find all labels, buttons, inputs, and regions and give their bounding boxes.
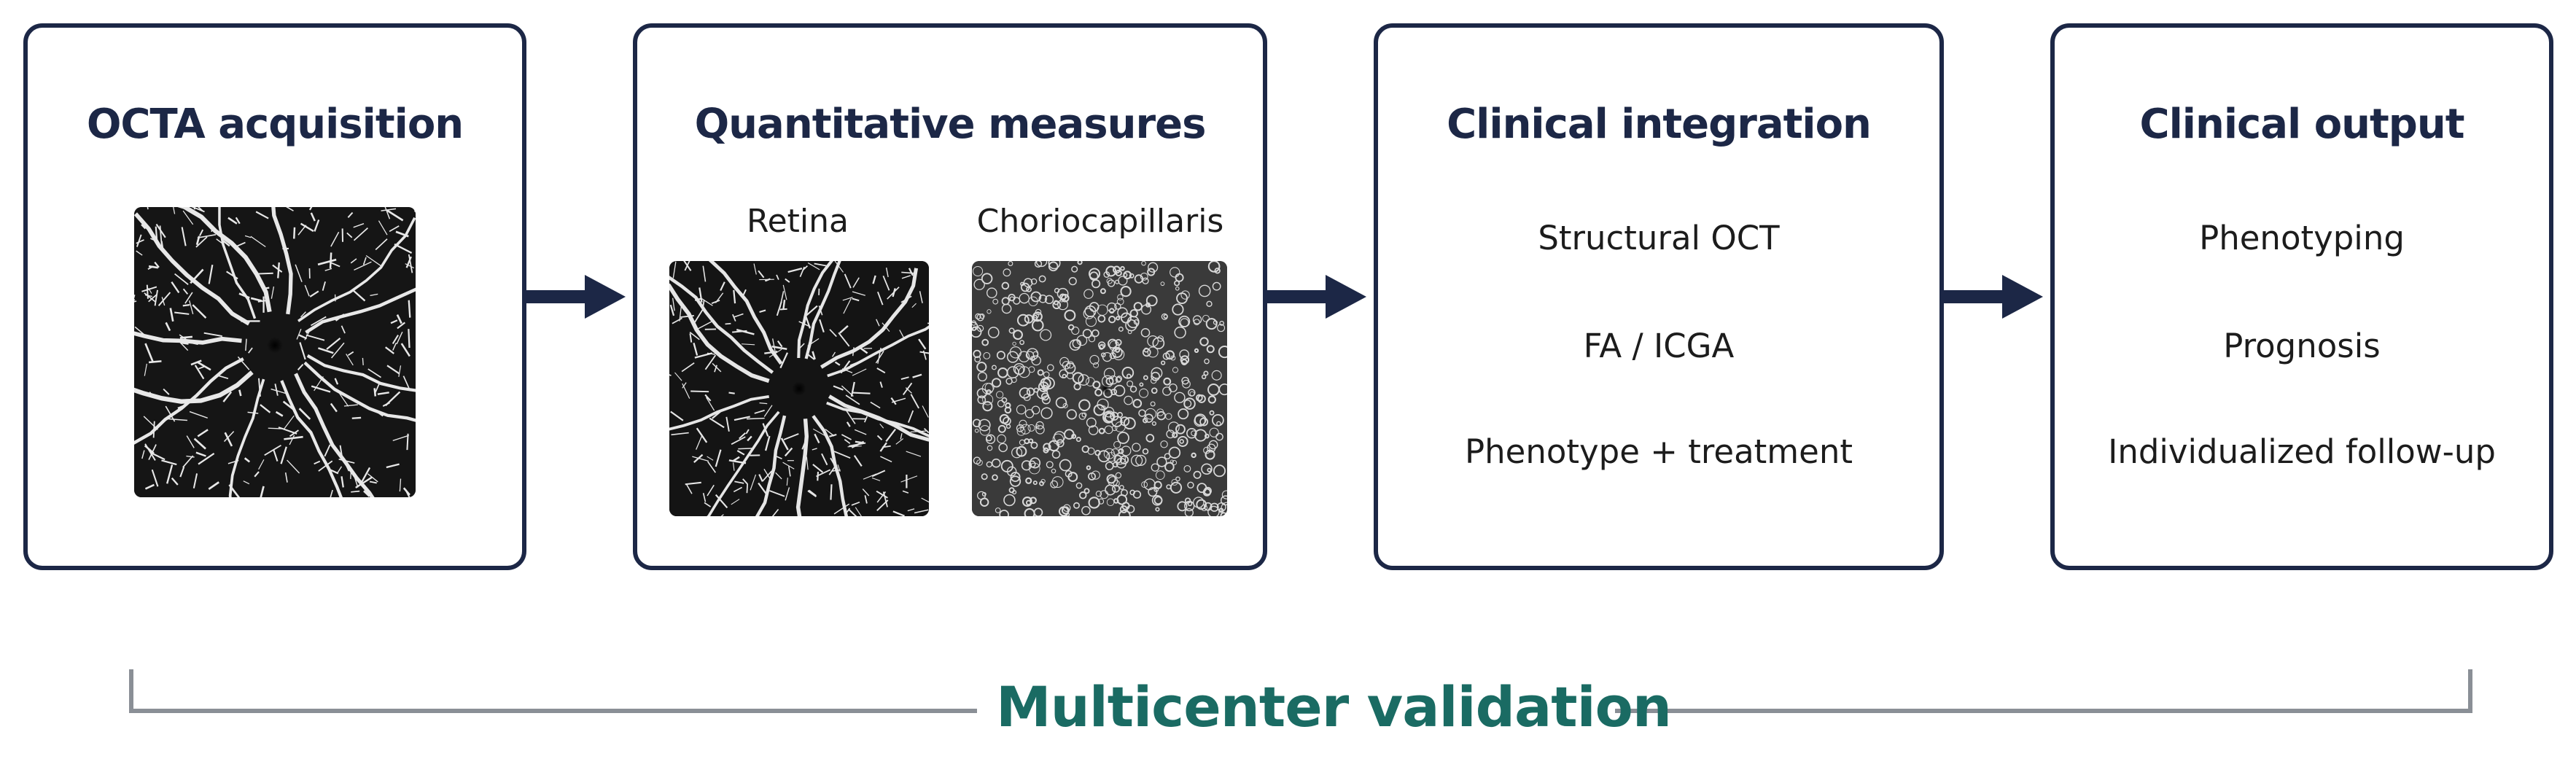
- stage-box-octa-acquisition: OCTA acquisition: [23, 23, 526, 570]
- stage-title-clinical-integration: Clinical integration: [1447, 101, 1872, 148]
- stage-title-clinical-output: Clinical output: [2139, 101, 2464, 148]
- integration-item-structural-oct: Structural OCT: [1538, 219, 1780, 257]
- choriocapillaris-texture-icon: [972, 261, 1227, 516]
- stage-title-quantitative-measures: Quantitative measures: [694, 101, 1207, 148]
- image-label-retina: Retina: [747, 203, 849, 240]
- output-item-phenotyping: Phenotyping: [2199, 219, 2405, 257]
- integration-item-phenotype-treatment: Phenotype + treatment: [1465, 432, 1853, 471]
- octa-retina-vessel-icon: [134, 207, 416, 497]
- output-item-prognosis: Prognosis: [2223, 327, 2381, 365]
- retina-scan-image: [669, 261, 929, 516]
- flow-arrow-3: [1944, 275, 2043, 319]
- output-item-individualized-follow-up: Individualized follow-up: [2108, 432, 2496, 471]
- stage-box-clinical-output: Clinical output Phenotyping Prognosis In…: [2050, 23, 2553, 570]
- choriocapillaris-scan-image: [972, 261, 1227, 516]
- image-label-choriocapillaris: Choriocapillaris: [976, 203, 1224, 240]
- integration-item-fa-icga: FA / ICGA: [1583, 327, 1735, 365]
- octa-scan-image: [134, 207, 416, 497]
- stage-title-octa-acquisition: OCTA acquisition: [86, 101, 464, 148]
- retina-vessel-icon: [669, 261, 929, 516]
- validation-label: Multicenter validation: [996, 674, 1672, 739]
- stage-box-clinical-integration: Clinical integration Structural OCT FA /…: [1374, 23, 1944, 570]
- flow-arrow-1: [526, 275, 626, 319]
- flow-arrow-2: [1267, 275, 1366, 319]
- stage-box-quantitative-measures: Quantitative measures Retina Choriocapil…: [633, 23, 1267, 570]
